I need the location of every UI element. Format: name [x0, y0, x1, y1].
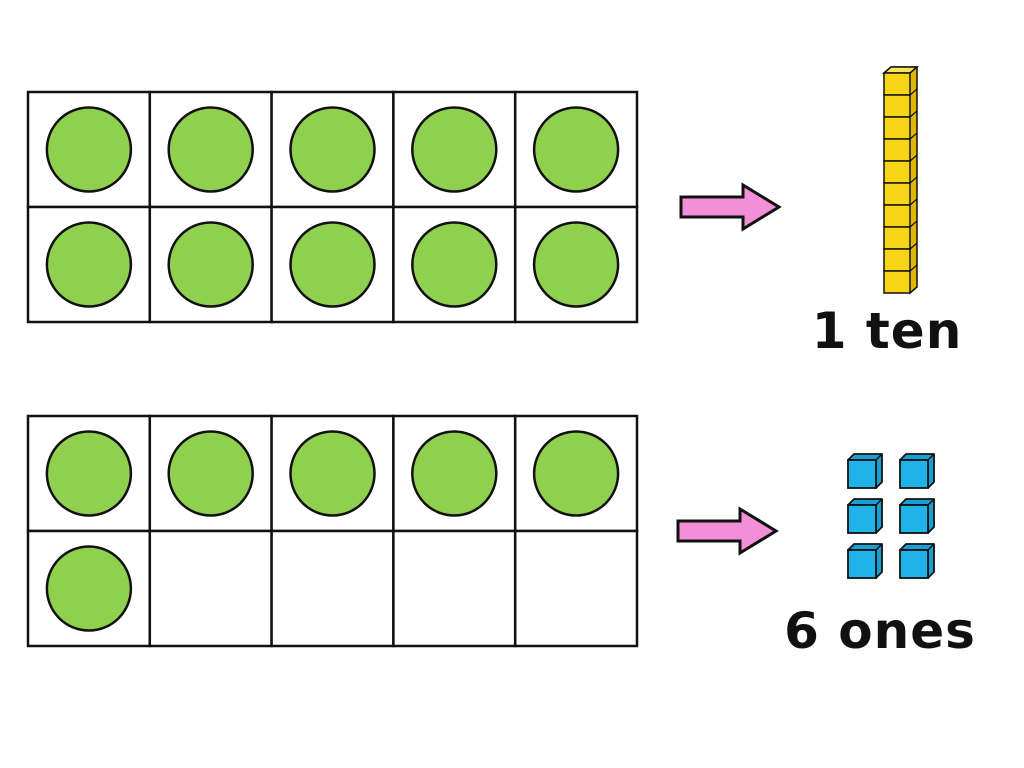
- rod-edge: [909, 132, 918, 140]
- rod-unit: [883, 160, 911, 184]
- rod-edge: [909, 176, 918, 184]
- rod-unit: [883, 94, 911, 118]
- tens-label: 1 ten: [811, 302, 963, 360]
- rod-unit: [883, 204, 911, 228]
- rod-edge: [909, 66, 918, 74]
- cube-edge: [927, 543, 935, 551]
- rod-unit: [883, 270, 911, 294]
- counter-dot: [532, 221, 620, 308]
- cube-face: [847, 459, 877, 489]
- cube-face: [899, 504, 929, 534]
- right-arrow-icon: [676, 506, 779, 556]
- rod-edge: [909, 264, 918, 272]
- ten-frame-cell: [148, 529, 273, 648]
- cube-edge: [875, 543, 883, 551]
- counter-dot: [167, 106, 254, 193]
- rod-unit: [883, 72, 911, 96]
- unit-cube-icon: [899, 498, 935, 534]
- unit-cube-icon: [847, 453, 883, 489]
- counter-dot: [289, 221, 376, 308]
- unit-cube-icon: [847, 498, 883, 534]
- counter-dot: [289, 430, 376, 517]
- cube-face: [847, 504, 877, 534]
- ten-frame-cell: [392, 529, 517, 648]
- rod-edge: [909, 220, 918, 228]
- cube-edge: [875, 498, 883, 506]
- counter-dot: [167, 430, 254, 517]
- counter-dot: [411, 221, 498, 308]
- unit-cube-icon: [899, 543, 935, 579]
- counter-dot: [532, 106, 620, 193]
- unit-cubes-group: [847, 453, 935, 579]
- rod-edge: [909, 154, 918, 162]
- ten-frame-1: [26, 90, 639, 324]
- unit-cube-icon: [847, 543, 883, 579]
- rod-unit: [883, 138, 911, 162]
- rod-edge: [909, 198, 918, 206]
- rod-edge: [909, 88, 918, 96]
- counter-dot: [45, 106, 133, 193]
- unit-cube-icon: [899, 453, 935, 489]
- counter-dot: [411, 430, 498, 517]
- counter-dot: [45, 545, 133, 632]
- rod-edge: [909, 110, 918, 118]
- cube-face: [847, 549, 877, 579]
- right-arrow-icon: [679, 182, 782, 232]
- counter-dot: [167, 221, 254, 308]
- ten-rod-block: [881, 66, 920, 295]
- counter-dot: [532, 430, 620, 517]
- cube-edge: [927, 453, 935, 461]
- rod-unit: [883, 116, 911, 140]
- rod-unit: [883, 226, 911, 250]
- cube-face: [899, 549, 929, 579]
- counter-dot: [411, 106, 498, 193]
- rod-unit: [883, 248, 911, 272]
- counter-dot: [45, 430, 133, 517]
- cube-edge: [875, 453, 883, 461]
- ten-frame-2: [26, 414, 639, 648]
- rod-unit: [883, 182, 911, 206]
- rod-top: [881, 66, 920, 74]
- cube-face: [899, 459, 929, 489]
- ten-frame-cell: [513, 529, 639, 648]
- counter-dot: [289, 106, 376, 193]
- rod-edge: [909, 242, 918, 250]
- ten-frame-cell: [270, 529, 395, 648]
- cube-edge: [927, 498, 935, 506]
- ones-label: 6 ones: [784, 602, 976, 660]
- counter-dot: [45, 221, 133, 308]
